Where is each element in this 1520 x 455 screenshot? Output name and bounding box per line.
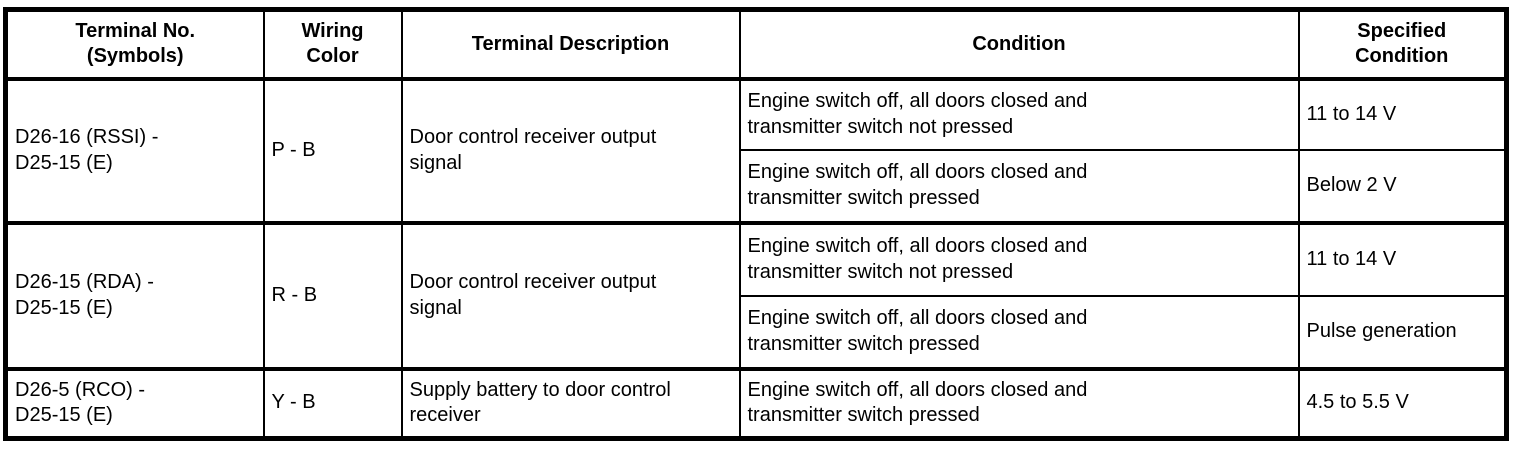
- specified-condition-cell: 11 to 14 V: [1297, 76, 1508, 151]
- terminal-spec-table: Terminal No. (Symbols) Wiring Color Term…: [3, 7, 1509, 441]
- table-row: Engine switch off, all doors closed and …: [6, 294, 1508, 370]
- column-header-wiring-color: Wiring Color: [262, 8, 403, 81]
- description-cell: Supply battery to door control receiver: [400, 366, 741, 440]
- column-header-condition: Condition: [738, 8, 1300, 81]
- description-cell: Door control receiver output signal: [400, 76, 741, 224]
- wiring-color-cell: Y - B: [262, 366, 403, 440]
- description-cell: Door control receiver output signal: [400, 220, 741, 370]
- condition-cell: Engine switch off, all doors closed and …: [738, 220, 1300, 297]
- column-header-terminal-description: Terminal Description: [400, 8, 741, 81]
- table-row: D26-5 (RCO) - D25-15 (E) Y - B Supply ba…: [4, 366, 1508, 440]
- table-row: D26-15 (RDA) - D25-15 (E) R - B Door con…: [4, 220, 1508, 370]
- header-row: Terminal No. (Symbols) Wiring Color Term…: [4, 8, 1508, 81]
- specified-condition-cell: 11 to 14 V: [1297, 220, 1508, 297]
- wiring-color-cell: R - B: [262, 220, 403, 370]
- table-row: Engine switch off, all doors closed and …: [6, 148, 1508, 224]
- specified-condition-cell: 4.5 to 5.5 V: [1297, 366, 1508, 440]
- condition-cell: Engine switch off, all doors closed and …: [738, 366, 1300, 440]
- condition-cell: Engine switch off, all doors closed and …: [738, 294, 1300, 370]
- specified-condition-cell: Below 2 V: [1297, 148, 1508, 224]
- table-row: D26-16 (RSSI) - D25-15 (E) P - B Door co…: [4, 76, 1508, 224]
- terminal-cell: D26-15 (RDA) - D25-15 (E): [4, 220, 265, 370]
- terminal-cell: D26-16 (RSSI) - D25-15 (E): [4, 76, 265, 224]
- wiring-color-cell: P - B: [262, 76, 403, 224]
- column-header-specified-condition: Specified Condition: [1297, 8, 1508, 81]
- condition-cell: Engine switch off, all doors closed and …: [738, 148, 1300, 224]
- condition-cell: Engine switch off, all doors closed and …: [738, 76, 1300, 151]
- specified-condition-cell: Pulse generation: [1297, 294, 1508, 370]
- terminal-cell: D26-5 (RCO) - D25-15 (E): [4, 366, 265, 440]
- column-header-terminal-no: Terminal No. (Symbols): [4, 8, 265, 81]
